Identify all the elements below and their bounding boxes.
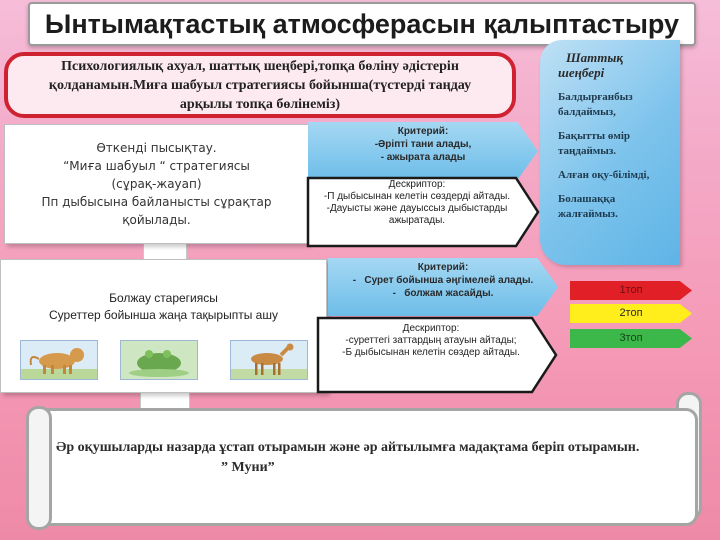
descriptor-line: -П дыбысынан келетін сөздерді айтады. <box>323 191 511 202</box>
descriptor-box-1: Дескриптор: -П дыбысынан келетін сөздерд… <box>308 178 538 246</box>
prediction-line: Болжау старегиясы <box>109 291 218 305</box>
banner-item: Балдырғанбыз балдаймыз, <box>558 91 633 118</box>
scroll-signature: ” Муни” <box>221 460 275 475</box>
descriptor-line: Дескриптор: <box>402 323 460 334</box>
descriptor-arrow-1 <box>306 176 540 248</box>
intro-box: Психологиялық ахуал, шаттық шеңбері,топқ… <box>4 52 516 118</box>
banner-item: Алған оқу-білімді, <box>558 169 650 181</box>
deer-image <box>230 340 308 380</box>
deer-icon <box>231 343 307 379</box>
criterion-line: - Сурет бойынша әңгімелей алады. <box>352 275 534 286</box>
banner-title: Шаттық шеңбері <box>558 50 623 80</box>
criterion-line: Критерий: <box>417 262 469 273</box>
group-tag-3: 3топ <box>570 329 692 348</box>
lion-cub-icon <box>21 348 97 379</box>
lion-cub-image <box>20 340 98 380</box>
review-line: қойылады. <box>122 213 191 227</box>
frog-icon <box>121 341 197 379</box>
scroll-message: Әр оқушыларды назарда ұстап отырамын жән… <box>56 440 640 455</box>
criterion-text: болжам жасайды. <box>404 288 494 299</box>
criterion-line: -Әріпті тани алады, <box>374 139 472 150</box>
frog-image <box>120 340 198 380</box>
review-line: Өткенді пысықтау. <box>96 141 217 155</box>
descriptor-line: -суреттегі заттардың атауын айтады; <box>345 335 517 346</box>
group-tag-1: 1топ <box>570 281 692 300</box>
review-line: Пп дыбысына байланысты сұрақтар <box>41 195 272 209</box>
criterion-text: Сурет бойынша әңгімелей алады. <box>364 275 534 286</box>
scroll-text: Әр оқушыларды назарда ұстап отырамын жән… <box>56 438 676 478</box>
descriptor-line: -Б дыбысынан келетін сөздер айтады. <box>342 347 520 358</box>
criterion-line: - ажырата алады <box>380 152 466 163</box>
review-line: “Миға шабуыл “ стратегиясы <box>63 159 250 173</box>
descriptor-line: -Дауысты және дауыссыз дыбыстарды ажырат… <box>326 203 508 226</box>
scroll-roll-left <box>26 406 52 530</box>
joy-circle-banner: Шаттық шеңбері Балдырғанбыз балдаймыз, Б… <box>540 40 680 265</box>
criterion-arrow-2: Критерий: - Сурет бойынша әңгімелей алад… <box>328 258 558 316</box>
descriptor-box-2: Дескриптор: -суреттегі заттардың атауын … <box>318 317 556 392</box>
page-title: Ынтымақтастық атмосферасын қалыптастыру <box>28 2 696 46</box>
group-tag-2: 2топ <box>570 304 692 323</box>
banner-item: Болашаққа жалғаймыз. <box>558 193 618 220</box>
descriptor-line: Дескриптор: <box>388 179 446 190</box>
scroll-panel <box>30 408 698 526</box>
review-line: (сұрақ-жауап) <box>111 177 202 191</box>
criterion-line: - болжам жасайды. <box>392 288 494 299</box>
criterion-line: Критерий: <box>397 126 449 137</box>
review-box: Өткенді пысықтау. “Миға шабуыл “ стратег… <box>4 124 309 244</box>
prediction-line: Суреттер бойынша жаңа тақырыпты ашу <box>49 308 278 322</box>
descriptor-arrow-2 <box>316 316 558 394</box>
criterion-arrow-1: Критерий: -Әріпті тани алады, - ажырата … <box>308 122 538 180</box>
intro-text: Психологиялық ахуал, шаттық шеңбері,топқ… <box>48 58 472 112</box>
connector <box>143 240 187 262</box>
banner-item: Бақытты өмір таңдаймыз. <box>558 130 631 157</box>
